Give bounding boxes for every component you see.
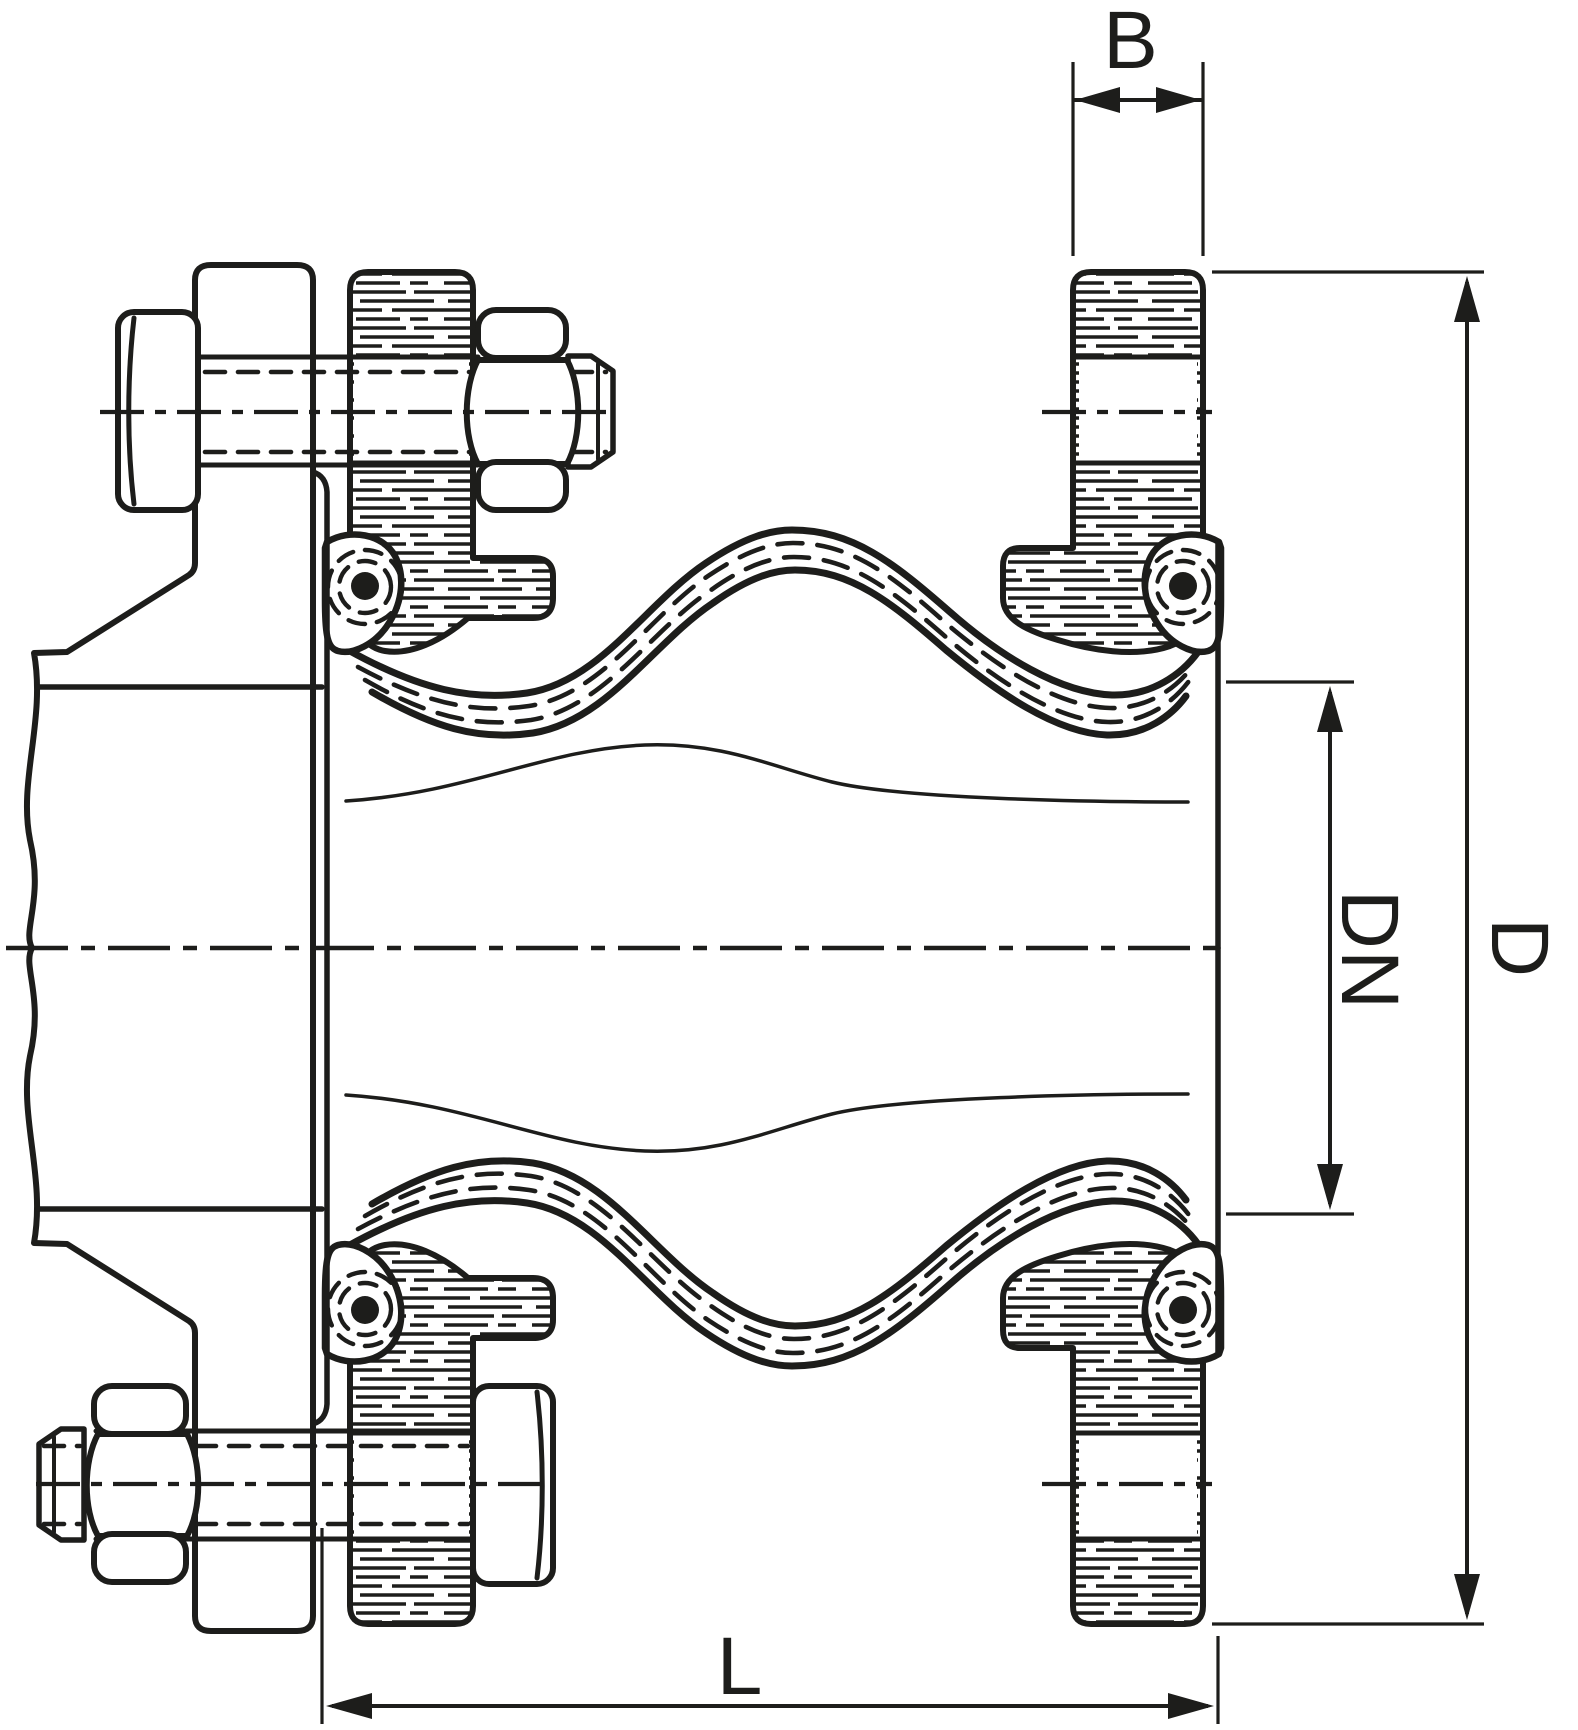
- hidden-thread-line: [202, 369, 609, 455]
- fabric-ply-line: [355, 540, 1195, 711]
- bellows-wall: [344, 526, 1202, 739]
- arrowhead: [1317, 1164, 1343, 1210]
- left-bead: [321, 531, 405, 656]
- bellows-outer-surface: [344, 526, 1202, 699]
- pipe-and-fixed-flange: [24, 262, 325, 951]
- arrowhead: [1075, 87, 1120, 113]
- bead-wire-dot: [351, 572, 379, 600]
- fabric-ply-line: [362, 554, 1192, 725]
- bore-surface-line: [344, 743, 1190, 804]
- arrowhead: [326, 1693, 372, 1719]
- nut-facet-top: [91, 1383, 189, 1437]
- arrowhead: [1156, 87, 1201, 113]
- hidden-thread-line: [41, 1443, 471, 1527]
- bead-wire-dot: [1169, 572, 1197, 600]
- dimension-B: [1071, 62, 1205, 256]
- left-rubber-face: [310, 469, 330, 951]
- label-outer-diameter: D: [1474, 918, 1565, 978]
- bolt-head-facet: [534, 1389, 545, 1581]
- label-flange-thickness: B: [1103, 0, 1159, 86]
- dimension-D: [1212, 270, 1484, 1626]
- label-nominal-diameter: DN: [1324, 890, 1415, 1010]
- bellows-inner-surface: [368, 566, 1190, 739]
- arrowhead: [1454, 276, 1480, 322]
- nut-facet-bottom: [91, 1531, 189, 1585]
- nut-facet-top: [475, 307, 569, 361]
- arrowhead: [1168, 1693, 1214, 1719]
- dimension-L: [320, 1528, 1220, 1724]
- label-installation-length: L: [717, 1621, 764, 1712]
- arrowhead: [1454, 1574, 1480, 1620]
- arrowhead: [1317, 686, 1343, 732]
- bolt-shank-line: [195, 354, 481, 468]
- nut-facet-bottom: [475, 459, 569, 513]
- dimension-DN: [1226, 680, 1354, 1216]
